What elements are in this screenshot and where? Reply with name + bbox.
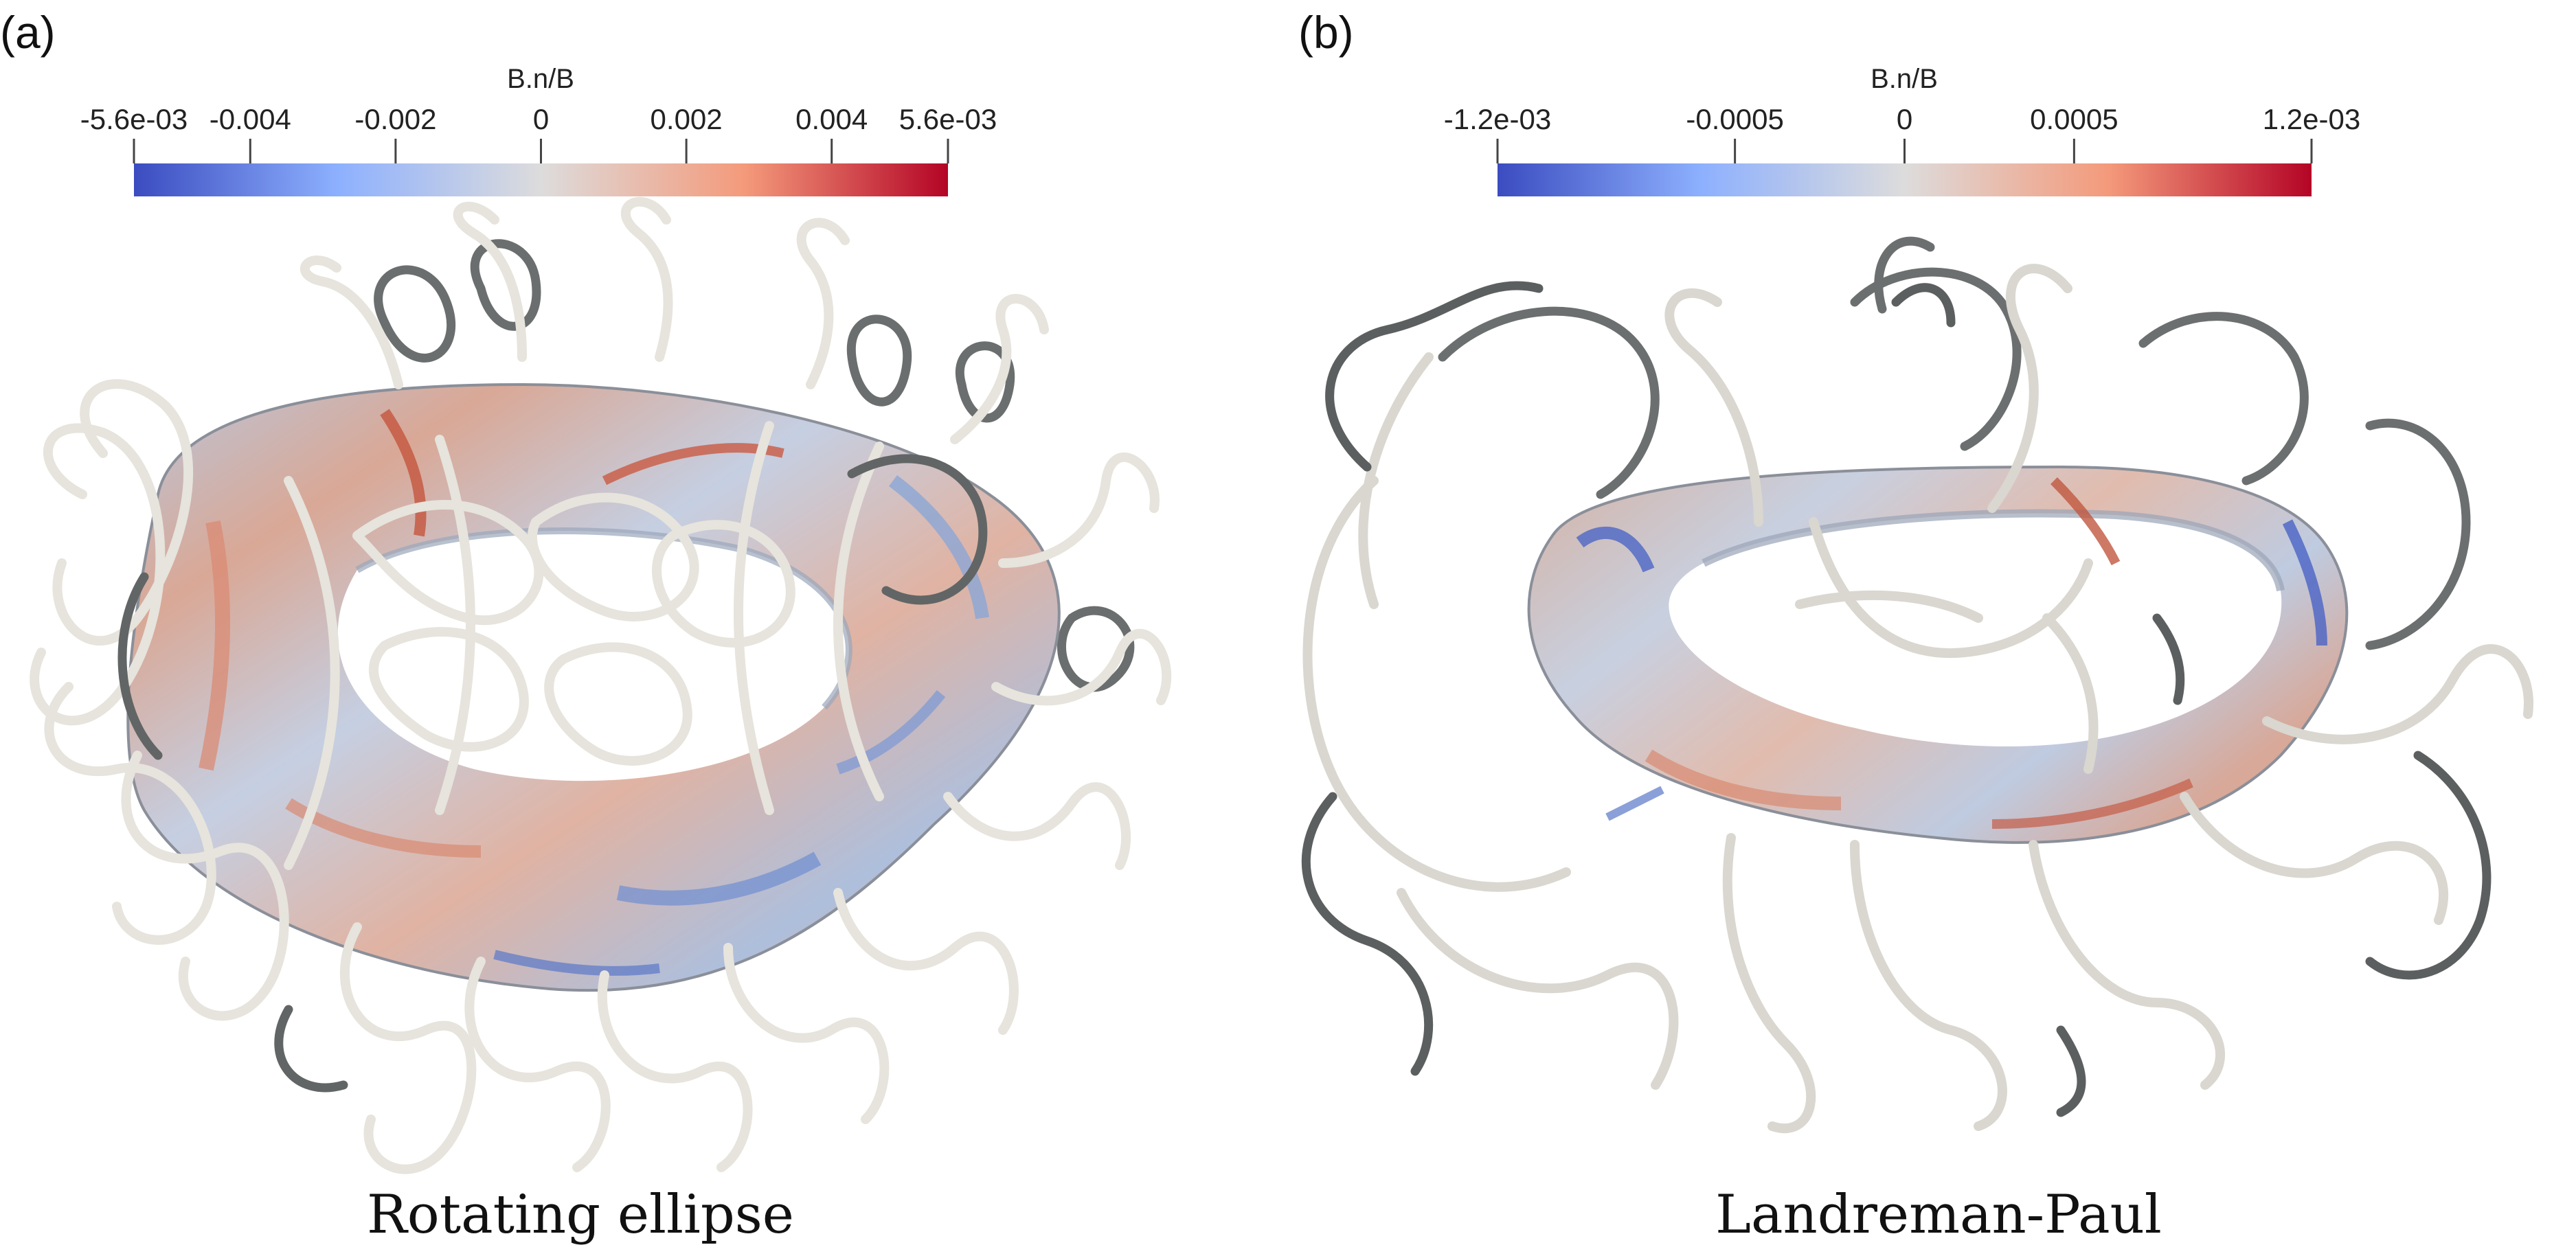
panel-b-coils-front: [1302, 264, 2533, 1134]
panel-a-stellarator-render: [30, 196, 1172, 1174]
panel-a-coils-front: [30, 196, 1172, 1174]
panel-b-colorbar-gradient: [1498, 163, 2312, 196]
panel-a-colorbar-gradient: [134, 163, 948, 196]
panel-b-colorbar: B.n/B -1.2e-03 -0.0005 0 0.0005 1.2e-03: [1444, 64, 2360, 196]
panel-a: (a) B.n/B -5.6e-03 -0.004 -0.002 0 0.002 0.00…: [0, 7, 1172, 1245]
panel-a-letter: (a): [0, 7, 56, 58]
panel-a-colorbar-tick-label: -0.004: [210, 103, 291, 135]
panel-b-colorbar-tick-label: 0: [1897, 103, 1912, 135]
panel-a-caption: Rotating ellipse: [367, 1184, 794, 1245]
panel-b-coils-back: [1438, 236, 2471, 650]
panel-b-stellarator-render: [1301, 236, 2533, 1134]
panel-b-caption: Landreman-Paul: [1715, 1184, 2162, 1245]
panel-a-colorbar-tick-label: -5.6e-03: [80, 103, 188, 135]
panel-b-colorbar-tick-label: -1.2e-03: [1444, 103, 1551, 135]
panel-a-coils-dark-front: [117, 454, 988, 1093]
panel-b-letter: (b): [1298, 7, 1354, 58]
panel-a-colorbar-tick-label: 0: [533, 103, 549, 135]
panel-a-colorbar-tick-label: 0.004: [795, 103, 868, 135]
panel-a-colorbar-tick-label: 5.6e-03: [899, 103, 997, 135]
panel-a-torus: [126, 382, 1061, 992]
panel-a-colorbar-title: B.n/B: [507, 64, 574, 94]
panel-b-colorbar-tick-label: 1.2e-03: [2263, 103, 2360, 135]
panel-b-colorbar-ticks: -1.2e-03 -0.0005 0 0.0005 1.2e-03: [1444, 103, 2360, 163]
panel-a-colorbar-ticks: -5.6e-03 -0.004 -0.002 0 0.002 0.004 5.6e-03: [80, 103, 997, 163]
panel-b-colorbar-title: B.n/B: [1871, 64, 1938, 94]
panel-a-colorbar-tick-label: 0.002: [651, 103, 723, 135]
panel-b-colorbar-tick-label: -0.0005: [1686, 103, 1783, 135]
panel-a-colorbar-tick-label: -0.002: [354, 103, 436, 135]
panel-b-coils-dark-front: [1301, 281, 2492, 1117]
panel-b-colorbar-tick-label: 0.0005: [2030, 103, 2118, 135]
panel-b: (b) B.n/B -1.2e-03 -0.0005 0 0.0005 1.2e-03: [1298, 7, 2533, 1245]
panel-a-colorbar: B.n/B -5.6e-03 -0.004 -0.002 0 0.002 0.004 5.6…: [80, 64, 997, 196]
